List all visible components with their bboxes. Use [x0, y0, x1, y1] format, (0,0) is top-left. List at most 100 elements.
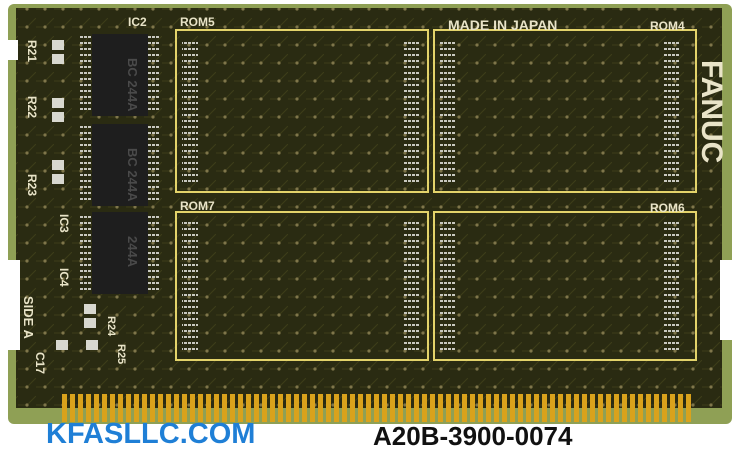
ic-marking: BC 244A [125, 58, 140, 112]
gold-contact [390, 394, 395, 422]
gold-contact [174, 394, 179, 422]
gold-contact [254, 394, 259, 422]
ic-label: IC4 [57, 268, 71, 287]
gold-contact [350, 394, 355, 422]
gold-contact [574, 394, 579, 422]
gold-contact [446, 394, 451, 422]
gold-contact [94, 394, 99, 422]
gold-contact [166, 394, 171, 422]
capacitor-label: C17 [33, 352, 47, 374]
gold-contact [398, 394, 403, 422]
gold-contact [646, 394, 651, 422]
gold-contact [374, 394, 379, 422]
side-label: SIDE A [21, 296, 36, 339]
gold-contact [510, 394, 515, 422]
gold-contact [278, 394, 283, 422]
rom-label: ROM5 [180, 15, 215, 29]
gold-contact [262, 394, 267, 422]
ic-chip [80, 124, 160, 206]
resistor-label: R23 [25, 174, 39, 196]
ic-marking: 244A [125, 236, 140, 268]
gold-contact [542, 394, 547, 422]
gold-contact [158, 394, 163, 422]
rom-label: ROM7 [180, 199, 215, 213]
gold-contact [678, 394, 683, 422]
gold-contact [270, 394, 275, 422]
gold-contact [206, 394, 211, 422]
ic-marking: BC 244A [125, 148, 140, 202]
watermark-text: KFASLLC.COM [46, 418, 256, 450]
gold-contact [638, 394, 643, 422]
gold-contact [382, 394, 387, 422]
gold-contact [614, 394, 619, 422]
gold-contact [86, 394, 91, 422]
gold-contact [558, 394, 563, 422]
gold-contact [630, 394, 635, 422]
gold-contact [582, 394, 587, 422]
gold-contact [686, 394, 691, 422]
gold-contact [134, 394, 139, 422]
gold-contact [358, 394, 363, 422]
gold-contact [566, 394, 571, 422]
made-in-japan-text: MADE IN JAPAN [448, 17, 557, 33]
gold-contact [606, 394, 611, 422]
ic-chip [80, 34, 160, 116]
gold-contact [222, 394, 227, 422]
gold-contact [534, 394, 539, 422]
gold-contact [110, 394, 115, 422]
ic-label: IC2 [128, 15, 147, 29]
gold-contact [70, 394, 75, 422]
gold-contact [126, 394, 131, 422]
resistor-label: R21 [25, 40, 39, 62]
gold-contact [62, 394, 67, 422]
gold-contact [230, 394, 235, 422]
gold-contact [670, 394, 675, 422]
gold-contact [478, 394, 483, 422]
gold-contact [190, 394, 195, 422]
gold-contact [214, 394, 219, 422]
resistor-pads [52, 40, 98, 350]
gold-contact [198, 394, 203, 422]
ic-chip [80, 212, 160, 294]
gold-contact [422, 394, 427, 422]
gold-contact [598, 394, 603, 422]
gold-contact [326, 394, 331, 422]
gold-contacts [62, 394, 691, 422]
rom-label: ROM6 [650, 201, 685, 215]
gold-contact [590, 394, 595, 422]
gold-contact [622, 394, 627, 422]
gold-contact [286, 394, 291, 422]
ic-label: IC3 [57, 214, 71, 233]
gold-contact [366, 394, 371, 422]
gold-contact [414, 394, 419, 422]
gold-contact [102, 394, 107, 422]
gold-contact [238, 394, 243, 422]
gold-contact [302, 394, 307, 422]
gold-contact [334, 394, 339, 422]
gold-contact [662, 394, 667, 422]
gold-contact [438, 394, 443, 422]
gold-contact [550, 394, 555, 422]
gold-contact [470, 394, 475, 422]
gold-contact [494, 394, 499, 422]
gold-contact [294, 394, 299, 422]
part-number: A20B-3900-0074 [373, 421, 573, 451]
gold-contact [406, 394, 411, 422]
fanuc-logo: FANUC [695, 60, 728, 163]
gold-contact [430, 394, 435, 422]
gold-contact [502, 394, 507, 422]
gold-contact [518, 394, 523, 422]
gold-contact [318, 394, 323, 422]
gold-contact [78, 394, 83, 422]
rom-label: ROM4 [650, 19, 685, 33]
gold-contact [310, 394, 315, 422]
gold-contact [150, 394, 155, 422]
resistor-label: R22 [25, 96, 39, 118]
gold-contact [246, 394, 251, 422]
resistor-label: R25 [115, 344, 127, 364]
gold-contact [342, 394, 347, 422]
resistor-label: R24 [105, 316, 117, 337]
gold-contact [118, 394, 123, 422]
gold-contact [526, 394, 531, 422]
